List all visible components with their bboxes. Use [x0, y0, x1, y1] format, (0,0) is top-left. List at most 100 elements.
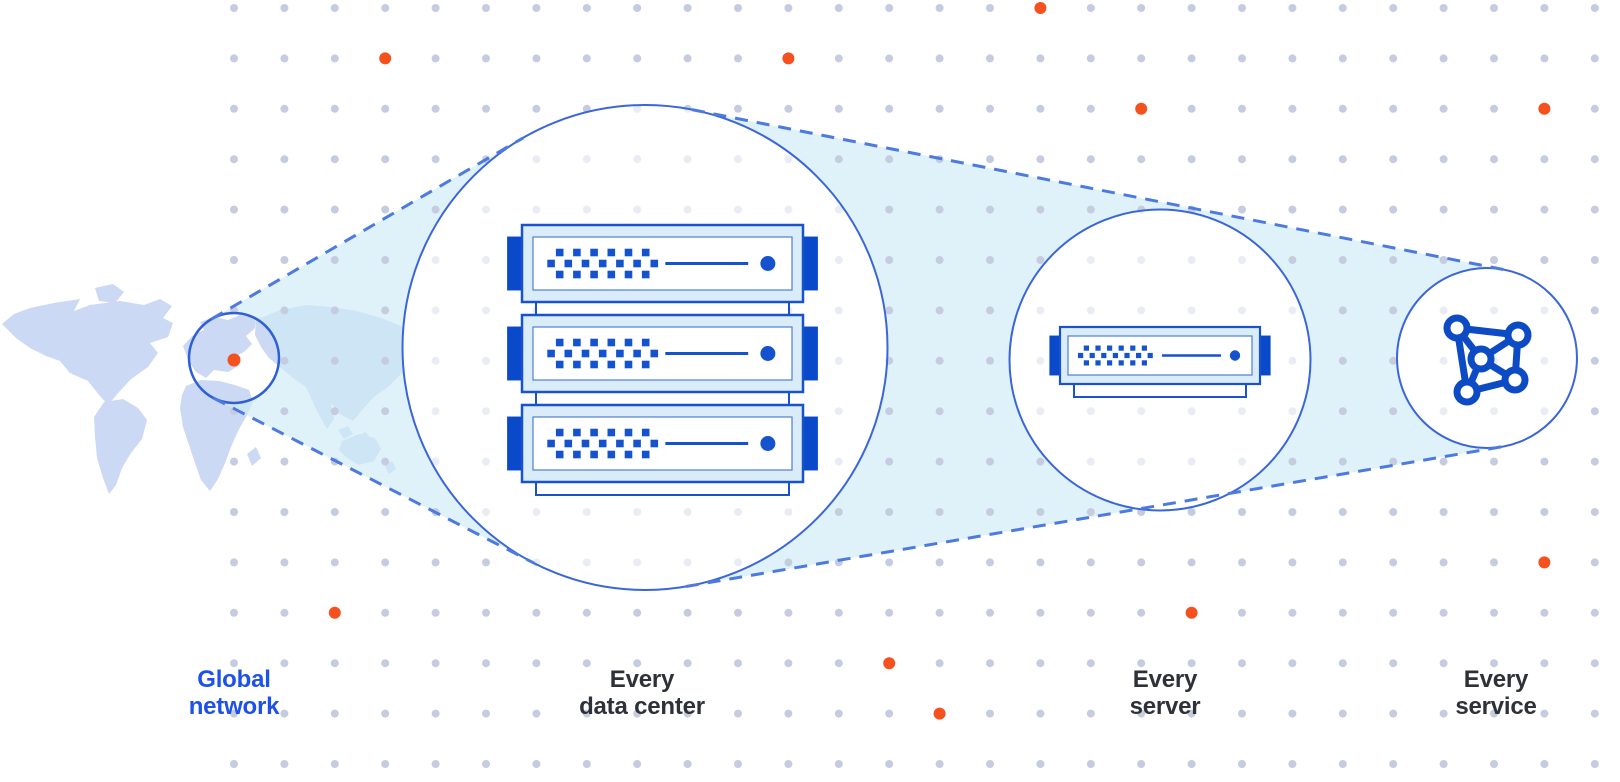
led-dot	[598, 259, 607, 268]
grid-dot	[1036, 155, 1045, 164]
led-dot	[573, 248, 581, 257]
grid-dot	[885, 155, 894, 164]
grid-dot	[1137, 760, 1146, 768]
grid-dot	[280, 760, 289, 768]
dashed-tangent-line	[210, 136, 524, 321]
grid-dot	[1086, 508, 1095, 516]
grid-dot	[230, 709, 238, 718]
grid-dot	[1338, 508, 1347, 516]
mesh-node	[1504, 321, 1532, 349]
grid-dot	[1590, 4, 1599, 12]
grid-dot	[1540, 508, 1549, 516]
grid-dot	[1288, 558, 1297, 567]
grid-dot	[1338, 306, 1347, 315]
grid-dot	[935, 104, 944, 113]
grid-dot	[1389, 407, 1398, 416]
grid-dot	[784, 709, 793, 718]
grid-dot	[1086, 155, 1095, 164]
zoom-dashed-lines	[210, 108, 1505, 588]
led-dot	[564, 259, 573, 268]
grid-dot	[381, 608, 390, 617]
grid-dot	[1338, 760, 1347, 768]
grid-dot	[1288, 508, 1297, 516]
grid-dot	[986, 608, 994, 617]
led-dot	[1141, 360, 1147, 366]
orange-dot	[1538, 556, 1551, 569]
grid-dot	[986, 256, 994, 264]
led-dot	[641, 428, 650, 437]
led-dot	[590, 450, 598, 459]
grid-dot	[330, 155, 339, 164]
grid-dot	[683, 760, 692, 768]
grid-dot	[1490, 104, 1498, 113]
led-dot	[590, 248, 598, 257]
grid-dot	[683, 54, 692, 63]
led-dot	[641, 360, 650, 369]
grid-dot	[381, 306, 390, 315]
grid-dot	[431, 54, 440, 63]
grid-dot	[986, 205, 994, 214]
grid-dot	[1540, 760, 1549, 768]
continent-shape	[197, 330, 211, 342]
led-dot	[1118, 360, 1124, 366]
grid-dot	[1389, 306, 1398, 315]
grid-dot	[986, 508, 994, 516]
grid-dot	[633, 54, 642, 63]
grid-dot	[482, 54, 490, 63]
grid-dot	[230, 205, 238, 214]
grid-dot	[834, 608, 843, 617]
grid-dot	[1490, 256, 1498, 264]
grid-dot	[280, 256, 289, 264]
grid-dot	[381, 205, 390, 214]
server-power-dot	[1229, 350, 1241, 361]
grid-dot	[1590, 356, 1599, 365]
grid-dot	[1137, 155, 1146, 164]
grid-dot	[1086, 659, 1095, 668]
led-dot	[1130, 345, 1136, 351]
led-dot	[1107, 360, 1113, 366]
grid-dot	[280, 356, 289, 365]
grid-dot	[986, 558, 994, 567]
led-dot	[1147, 352, 1153, 359]
grid-dot	[532, 659, 541, 668]
led-dot	[1089, 352, 1095, 359]
grid-dot	[935, 4, 944, 12]
map-highlight-ring	[187, 311, 281, 405]
grid-dot	[1590, 508, 1599, 516]
grid-dot	[230, 608, 238, 617]
server-led-matrix	[1078, 345, 1153, 366]
led-dot	[598, 349, 607, 358]
grid-dot	[330, 659, 339, 668]
grid-dot	[280, 659, 289, 668]
led-dot	[624, 270, 633, 279]
grid-dot	[230, 508, 238, 516]
led-dot	[641, 338, 650, 347]
grid-dot	[230, 54, 238, 63]
grid-dot	[230, 760, 238, 768]
led-dot	[624, 428, 633, 437]
grid-dot	[834, 104, 843, 113]
grid-dot	[1288, 709, 1297, 718]
grid-dot	[1338, 104, 1347, 113]
grid-dot	[734, 104, 742, 113]
network-mesh-icon	[1443, 314, 1532, 406]
grid-dot	[885, 306, 894, 315]
grid-dot	[633, 4, 642, 12]
grid-dot	[1590, 407, 1599, 416]
grid-dot	[532, 54, 541, 63]
grid-dot	[482, 558, 490, 567]
label-line: Every	[1132, 666, 1198, 693]
grid-dot	[582, 760, 591, 768]
grid-dot	[834, 155, 843, 164]
grid-dot	[1490, 4, 1498, 12]
map-location-marker	[227, 353, 241, 367]
grid-dot	[885, 457, 894, 466]
led-dot	[607, 270, 616, 279]
grid-dot	[834, 659, 843, 668]
grid-dot	[1187, 54, 1196, 63]
grid-dot	[532, 760, 541, 768]
grid-dot	[1540, 256, 1549, 264]
grid-dot	[582, 54, 591, 63]
grid-dot	[784, 4, 793, 12]
grid-dot	[1389, 709, 1398, 718]
